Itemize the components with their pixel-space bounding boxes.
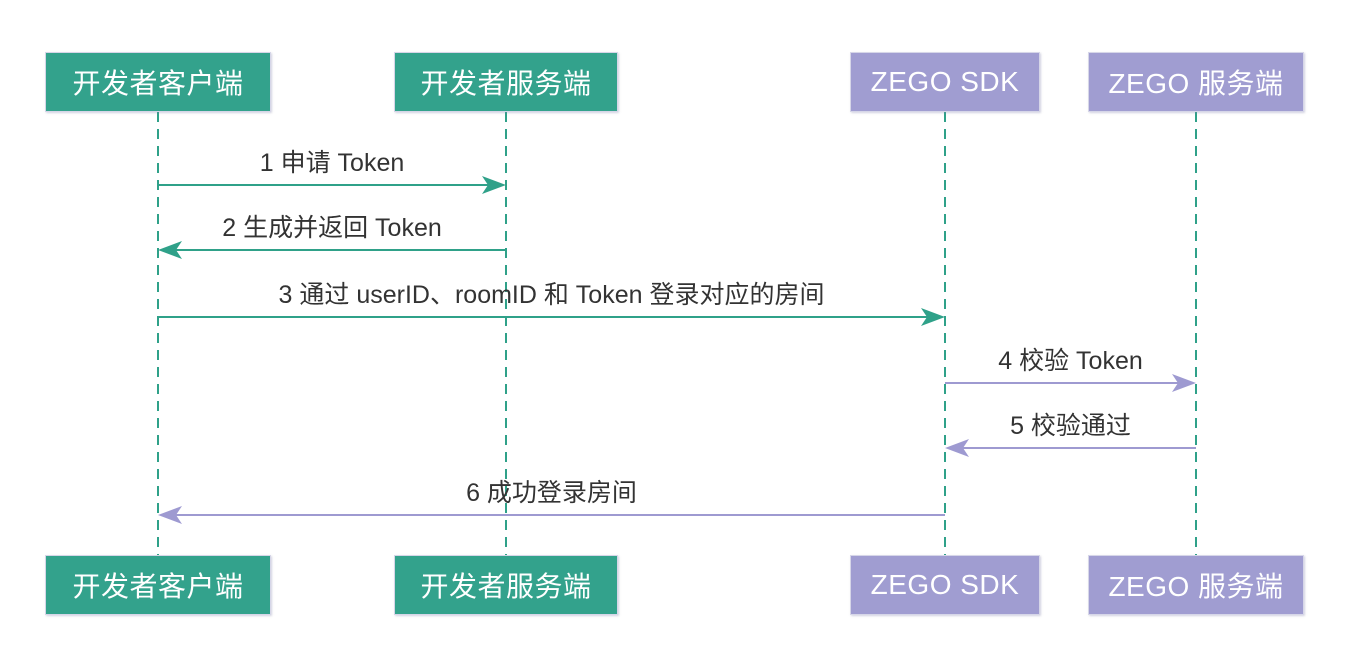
actor-box-dev-server-bottom: 开发者服务端 — [394, 555, 618, 615]
actor-label: ZEGO 服务端 — [1108, 571, 1284, 602]
actor-box-zego-server-bottom: ZEGO 服务端 — [1088, 555, 1304, 615]
message-arrowhead-3 — [921, 308, 945, 326]
actor-box-zego-sdk-bottom: ZEGO SDK — [850, 555, 1040, 615]
message-arrowhead-2 — [158, 241, 182, 259]
message-label-6: 6 成功登录房间 — [466, 479, 637, 507]
actor-box-dev-client-top: 开发者客户端 — [45, 52, 271, 112]
actor-box-dev-server-top: 开发者服务端 — [394, 52, 618, 112]
message-label-3: 3 通过 userID、roomID 和 Token 登录对应的房间 — [278, 281, 825, 309]
actor-label: 开发者客户端 — [72, 571, 244, 602]
message-arrowhead-6 — [158, 506, 182, 524]
message-label-4: 4 校验 Token — [998, 347, 1143, 375]
message-arrowhead-5 — [945, 439, 969, 457]
actor-label: 开发者客户端 — [72, 68, 244, 99]
actor-box-dev-client-bottom: 开发者客户端 — [45, 555, 271, 615]
message-label-1: 1 申请 Token — [259, 149, 405, 177]
message-label-2: 2 生成并返回 Token — [222, 214, 442, 242]
actor-label: ZEGO SDK — [870, 66, 1020, 97]
actor-box-zego-server-top: ZEGO 服务端 — [1088, 52, 1304, 112]
actor-box-zego-sdk-top: ZEGO SDK — [850, 52, 1040, 112]
actor-label: ZEGO SDK — [870, 569, 1020, 600]
message-label-5: 5 校验通过 — [1010, 412, 1131, 440]
actor-label: 开发者服务端 — [420, 68, 592, 99]
message-arrowhead-1 — [482, 176, 506, 194]
actor-label: 开发者服务端 — [420, 571, 592, 602]
message-arrowhead-4 — [1172, 374, 1196, 392]
actor-label: ZEGO 服务端 — [1108, 68, 1284, 99]
